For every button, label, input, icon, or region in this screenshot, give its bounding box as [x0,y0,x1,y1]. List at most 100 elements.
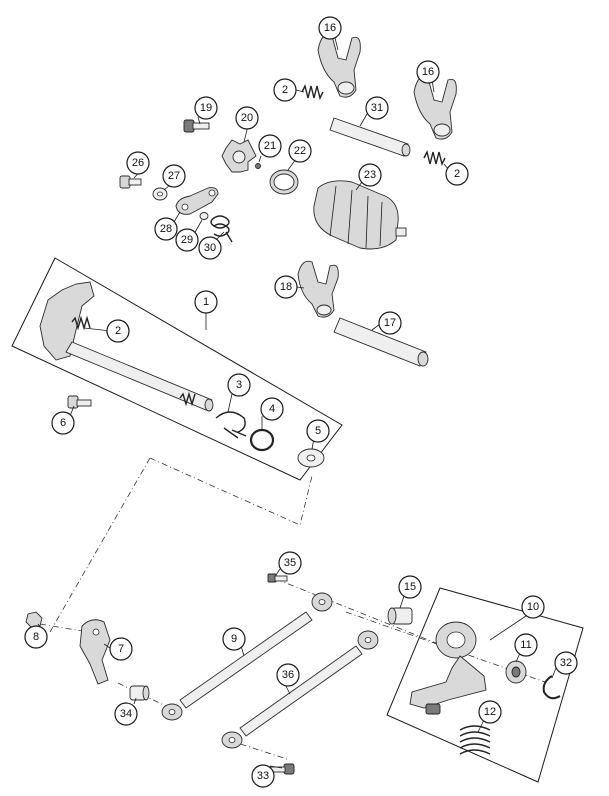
callout-12: 12 [478,700,502,724]
shift-rod-icon [221,630,379,749]
svg-text:11: 11 [520,639,531,651]
svg-text:31: 31 [371,102,383,114]
bolt-icon [119,175,142,189]
callout-6: 6 [51,411,75,435]
svg-text:30: 30 [204,242,216,254]
callout-28: 28 [154,217,178,241]
connection-line [275,578,467,656]
pin-icon [255,163,261,169]
callout-29: 29 [175,228,199,252]
circlip-icon [542,675,561,700]
fork-rod-icon [333,317,429,367]
shift-shaft-icon [39,281,214,412]
svg-text:21: 21 [264,140,276,152]
shift-lever-icon [409,621,487,715]
shift-fork-icon [413,76,457,140]
svg-text:6: 6 [60,417,66,429]
spring-icon [459,725,491,755]
shift-shaft-assembly-frame [11,257,343,481]
bolt-icon [267,573,288,583]
callout-2: 2 [445,162,469,186]
callout-35: 35 [278,551,302,575]
svg-text:16: 16 [422,66,434,78]
callout-11: 11 [514,633,538,657]
callout-2: 2 [273,78,297,102]
svg-text:15: 15 [404,581,416,593]
callout-36: 36 [276,663,300,687]
callout-16: 16 [416,60,440,84]
callout-18: 18 [274,275,298,299]
spring-icon [301,83,324,101]
svg-text:32: 32 [560,657,572,669]
washer-icon [152,187,168,201]
fork-rod-icon [329,117,411,157]
callout-33: 33 [251,764,275,788]
callout-31: 31 [365,96,389,120]
bushing-icon [387,607,413,625]
callout-1: 1 [194,290,218,314]
shift-star-icon [221,139,257,173]
callout-32: 32 [554,651,578,675]
ring-icon [269,169,299,195]
callout-17: 17 [378,311,402,335]
connection-line [227,739,291,761]
svg-text:26: 26 [132,157,144,169]
svg-text:2: 2 [454,168,460,180]
callout-22: 22 [288,139,312,163]
shift-drum-icon [313,180,407,250]
svg-text:35: 35 [284,557,296,569]
svg-text:1: 1 [203,296,209,308]
circlip-icon [249,428,275,452]
svg-text:16: 16 [324,22,336,34]
svg-text:34: 34 [120,708,132,720]
callout-23: 23 [358,163,382,187]
callout-15: 15 [398,575,422,599]
return-spring-icon [215,411,247,439]
svg-text:22: 22 [294,145,306,157]
callout-34: 34 [114,702,138,726]
bearing-icon [505,660,527,684]
svg-text:18: 18 [280,281,292,293]
svg-text:23: 23 [364,169,376,181]
callout-16: 16 [318,16,342,40]
callout-10: 10 [521,595,545,619]
svg-text:5: 5 [315,425,321,437]
svg-text:20: 20 [241,112,253,124]
callout-20: 20 [235,106,259,130]
svg-text:36: 36 [282,669,294,681]
svg-text:12: 12 [484,706,496,718]
callout-4: 4 [260,397,284,421]
callout-30: 30 [198,236,222,260]
svg-text:10: 10 [527,601,539,613]
shift-fork-icon [317,34,361,98]
washer-icon [297,448,325,468]
svg-text:33: 33 [257,770,269,782]
callout-21: 21 [258,134,282,158]
linkage-lever-icon [79,619,111,685]
svg-text:19: 19 [200,102,212,114]
svg-text:8: 8 [33,631,39,643]
bolt-icon [67,395,92,409]
svg-text:29: 29 [181,234,193,246]
callout-2: 2 [106,319,130,343]
bolt-icon [183,119,210,133]
callout-7: 7 [109,637,133,661]
svg-text:2: 2 [115,325,121,337]
svg-text:7: 7 [118,643,124,655]
svg-text:4: 4 [269,403,275,415]
callout-5: 5 [306,419,330,443]
callout-9: 9 [222,627,246,651]
callout-19: 19 [194,96,218,120]
spring-icon [423,149,446,167]
sleeve-icon [129,685,150,701]
callout-26: 26 [126,151,150,175]
svg-text:9: 9 [231,633,237,645]
svg-text:28: 28 [160,223,172,235]
connection-line [49,457,151,633]
washer-icon [199,212,209,220]
svg-text:3: 3 [236,379,242,391]
svg-text:27: 27 [168,170,180,182]
connection-line [39,623,101,635]
svg-text:17: 17 [384,317,396,329]
